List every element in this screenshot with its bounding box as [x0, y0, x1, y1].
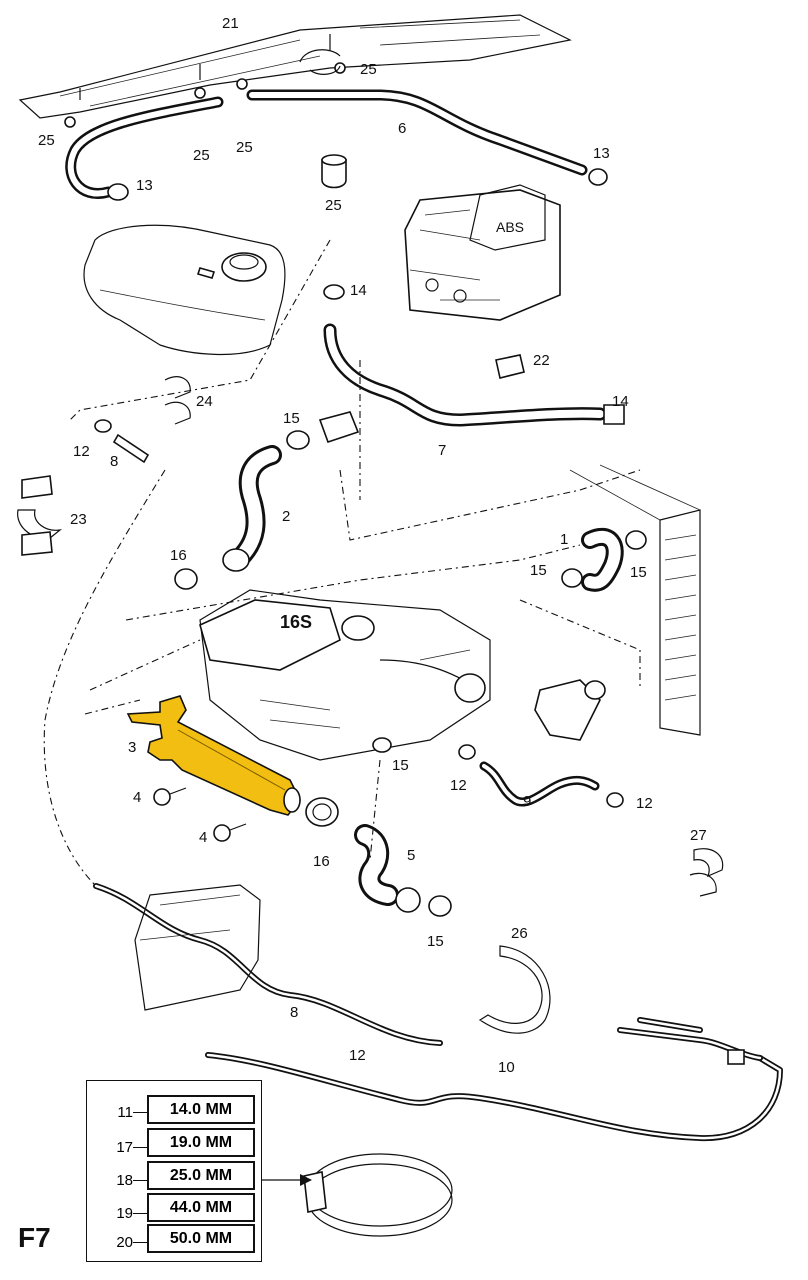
- page-code: F7: [18, 1222, 51, 1253]
- callout-labels: 21 25 25 25 25 25 6 13 13 14 14 24 22 12…: [38, 15, 707, 1076]
- callout-7: 7: [438, 442, 446, 459]
- bolt-4-upper: [153, 787, 187, 806]
- callout-22: 22: [533, 352, 550, 369]
- clip-23: [17, 475, 63, 556]
- hose-2: [222, 411, 360, 572]
- callout-25: 25: [236, 139, 253, 156]
- size-item-number: 19: [116, 1205, 133, 1222]
- callout-15: 15: [530, 562, 547, 579]
- strap-26: [478, 945, 551, 1034]
- callout-12: 12: [349, 1047, 366, 1064]
- hose-6: [65, 89, 608, 201]
- band-clamp-illustration: [262, 1153, 453, 1237]
- callout-27: 27: [690, 827, 707, 844]
- clamp-16-lower: [305, 797, 339, 827]
- callout-3: 3: [128, 739, 136, 756]
- radiator: [569, 464, 701, 736]
- clamp-15-mid: [372, 737, 392, 753]
- size-value: 19.0 MM: [147, 1128, 255, 1157]
- callout-8: 8: [110, 453, 118, 470]
- callout-5: 5: [407, 847, 415, 864]
- water-pipe-3-highlighted: [126, 695, 301, 816]
- size-value: 50.0 MM: [147, 1224, 255, 1253]
- callout-15: 15: [427, 933, 444, 950]
- callout-9: 9: [523, 793, 531, 810]
- bolt-4-lower: [213, 823, 247, 842]
- callout-12: 12: [636, 795, 653, 812]
- callout-13: 13: [136, 177, 153, 194]
- size-item-number: 18: [116, 1172, 133, 1189]
- bracket-22: [495, 354, 525, 379]
- callout-8: 8: [290, 1004, 298, 1021]
- callout-4: 4: [133, 789, 141, 806]
- hose-5: [354, 824, 452, 917]
- size-value: 25.0 MM: [147, 1161, 255, 1190]
- thermostat-housing: [534, 679, 606, 741]
- callout-23: 23: [70, 511, 87, 528]
- callout-2: 2: [282, 508, 290, 525]
- assembly-guide-lines: [43, 239, 641, 887]
- plug-25: [321, 154, 347, 189]
- callout-14: 14: [350, 282, 367, 299]
- callout-25: 25: [360, 61, 377, 78]
- leader-line: [133, 1180, 147, 1181]
- heater-box: [134, 884, 261, 1011]
- callout-4: 4: [199, 829, 207, 846]
- callout-16: 16: [170, 547, 187, 564]
- size-value: 44.0 MM: [147, 1193, 255, 1222]
- abs-unit: ABS: [404, 184, 561, 321]
- expansion-tank: [83, 224, 286, 356]
- pipe-8-long: [93, 883, 443, 1046]
- callout-26: 26: [511, 925, 528, 942]
- callout-15: 15: [283, 410, 300, 427]
- leader-line: [133, 1242, 147, 1243]
- leader-line: [133, 1213, 147, 1214]
- abs-label: ABS: [496, 219, 524, 235]
- size-value: 14.0 MM: [147, 1095, 255, 1124]
- callout-13: 13: [593, 145, 610, 162]
- callout-24: 24: [196, 393, 213, 410]
- hose-7: [323, 284, 625, 427]
- callout-14: 14: [612, 393, 629, 410]
- callout-15: 15: [630, 564, 647, 581]
- callout-16: 16: [313, 853, 330, 870]
- top-bracket-assembly: [18, 14, 572, 128]
- hose-9: [458, 744, 624, 808]
- callout-1: 1: [560, 531, 568, 548]
- callout-12: 12: [450, 777, 467, 794]
- clip-24: [164, 376, 191, 425]
- pipe-10: [205, 1017, 783, 1142]
- size-item-number: 17: [116, 1139, 133, 1156]
- callout-10: 10: [498, 1059, 515, 1076]
- callout-15: 15: [392, 757, 409, 774]
- callout-6: 6: [398, 120, 406, 137]
- callout-25: 25: [193, 147, 210, 164]
- engine-label: 16S: [280, 612, 312, 632]
- size-item-number: 11: [117, 1104, 133, 1121]
- callout-25: 25: [38, 132, 55, 149]
- leader-line: [133, 1112, 147, 1113]
- hose-1: [561, 527, 647, 592]
- size-item-number: 20: [116, 1234, 133, 1251]
- clip-27: [689, 848, 724, 897]
- engine-block: 16S: [199, 589, 491, 761]
- callout-21: 21: [222, 15, 239, 32]
- clamp-size-table: 11 14.0 MM 17 19.0 MM 18 25.0 MM 19 44.0…: [86, 1080, 262, 1262]
- clamp-16-upper: [174, 568, 198, 590]
- tube-8-short: [94, 419, 150, 464]
- callout-12: 12: [73, 443, 90, 460]
- water-pipe-3[interactable]: [126, 695, 301, 816]
- leader-line: [133, 1147, 147, 1148]
- callout-25: 25: [325, 197, 342, 214]
